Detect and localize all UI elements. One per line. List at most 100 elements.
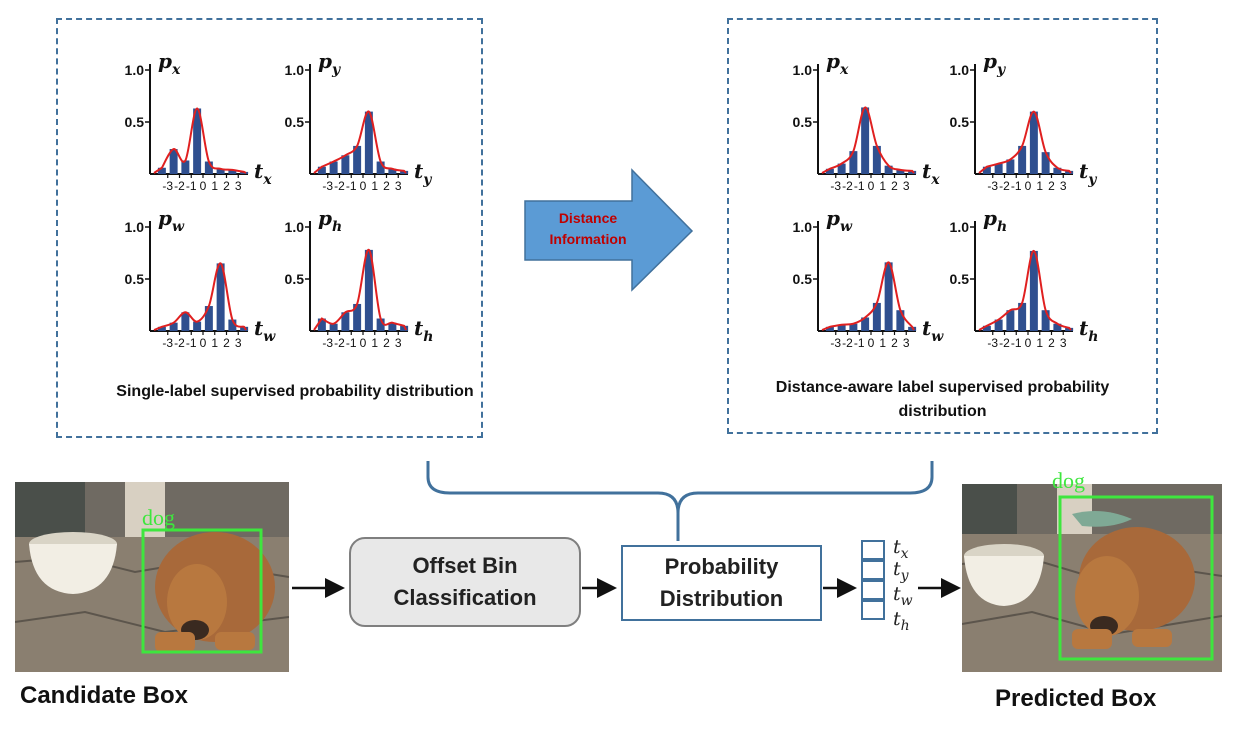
x-tick-label: -2 <box>334 179 345 193</box>
bar <box>341 312 350 331</box>
x-tick-label: 0 <box>868 179 875 193</box>
bar <box>825 168 834 174</box>
x-axis-label-t-y: ty <box>1079 159 1097 188</box>
x-tick-label: 1 <box>211 336 218 350</box>
left-panel-caption: Single-label supervised probability dist… <box>116 383 474 400</box>
bar <box>240 326 249 331</box>
bar <box>364 111 373 174</box>
x-tick-label: -1 <box>854 336 865 350</box>
probability-distribution-box: Probability Distribution <box>621 545 822 621</box>
x-tick-label: 1 <box>211 179 218 193</box>
distribution-curve <box>153 107 247 174</box>
y-tick-label: 0.5 <box>793 271 813 287</box>
bar <box>193 108 202 174</box>
bar <box>169 322 178 331</box>
bar <box>1029 250 1038 331</box>
bar <box>861 107 870 174</box>
bar <box>169 149 178 174</box>
single-label-panel <box>56 18 483 438</box>
x-tick-label: -2 <box>999 179 1010 193</box>
predicted-box-label: Predicted Box <box>995 685 1157 712</box>
x-tick-label: 3 <box>1060 179 1067 193</box>
x-tick-label: 2 <box>891 336 898 350</box>
bar <box>317 166 326 174</box>
bar <box>317 318 326 331</box>
bar <box>329 323 338 331</box>
bar <box>376 161 385 174</box>
chart-title-p-x: px <box>158 49 181 78</box>
pipeline-arrows <box>292 578 961 598</box>
distribution-curve <box>821 261 915 331</box>
x-tick-label: 3 <box>903 179 910 193</box>
x-axis-label-t-y: ty <box>414 159 432 188</box>
x-tick-label: 1 <box>371 336 378 350</box>
y-tick-label: 1.0 <box>950 219 970 235</box>
bar <box>388 322 397 331</box>
x-tick-label: 3 <box>395 179 402 193</box>
bar <box>908 170 917 174</box>
y-tick-label: 1.0 <box>285 219 305 235</box>
bar <box>849 323 858 331</box>
x-tick-label: 0 <box>1025 336 1032 350</box>
distribution-curve <box>978 110 1072 174</box>
x-tick-label: -3 <box>322 179 333 193</box>
distribution-curve <box>821 106 915 174</box>
output-cell-ty <box>861 560 885 580</box>
candidate-image <box>15 482 289 672</box>
x-tick-label: 1 <box>371 179 378 193</box>
bar <box>181 160 190 174</box>
bar <box>994 319 1003 331</box>
bar <box>872 302 881 331</box>
right-panel-caption: Distance-aware label supervised probabil… <box>775 379 1110 420</box>
bar <box>1041 152 1050 174</box>
x-tick-label: 3 <box>395 336 402 350</box>
y-tick-label: 0.5 <box>950 271 970 287</box>
x-tick-label: -2 <box>174 179 185 193</box>
chart-title-p-w: pw <box>158 206 185 235</box>
predicted-dog-label: dog <box>1052 468 1085 493</box>
x-tick-label: -2 <box>842 336 853 350</box>
chart-title-p-w: pw <box>826 206 853 235</box>
bar <box>872 145 881 174</box>
x-axis-label-t-w: tw <box>254 316 276 345</box>
output-label-tw: tw <box>893 583 913 609</box>
x-tick-label: 0 <box>200 179 207 193</box>
predicted-image <box>962 484 1222 672</box>
bar <box>837 163 846 174</box>
x-tick-label: -3 <box>987 336 998 350</box>
candidate-box-label: Candidate Box <box>20 682 189 709</box>
bar <box>994 163 1003 174</box>
bar <box>1065 170 1074 174</box>
output-label-tx: tx <box>893 536 909 562</box>
x-tick-label: 3 <box>903 336 910 350</box>
chart-title-p-y: py <box>983 49 1006 78</box>
x-tick-label: -3 <box>162 179 173 193</box>
distribution-curve <box>153 262 247 331</box>
y-tick-label: 1.0 <box>125 62 145 78</box>
bar <box>1041 310 1050 331</box>
x-axis-label-t-w: tw <box>922 316 944 345</box>
bar <box>982 325 991 331</box>
x-tick-label: 2 <box>223 336 230 350</box>
x-tick-label: 0 <box>868 336 875 350</box>
x-tick-label: 3 <box>235 179 242 193</box>
bar <box>376 318 385 331</box>
arrow-shape <box>524 168 694 292</box>
x-tick-label: -2 <box>174 336 185 350</box>
distribution-curve <box>978 249 1072 331</box>
bar <box>400 170 409 174</box>
x-tick-label: -1 <box>186 336 197 350</box>
output-label-th: th <box>893 608 910 634</box>
y-tick-label: 0.5 <box>125 271 145 287</box>
bar <box>181 312 190 331</box>
x-tick-label: 1 <box>1036 336 1043 350</box>
bar <box>364 249 373 331</box>
bar <box>400 325 409 331</box>
x-tick-label: -3 <box>162 336 173 350</box>
bar <box>341 155 350 174</box>
x-tick-label: 3 <box>235 336 242 350</box>
